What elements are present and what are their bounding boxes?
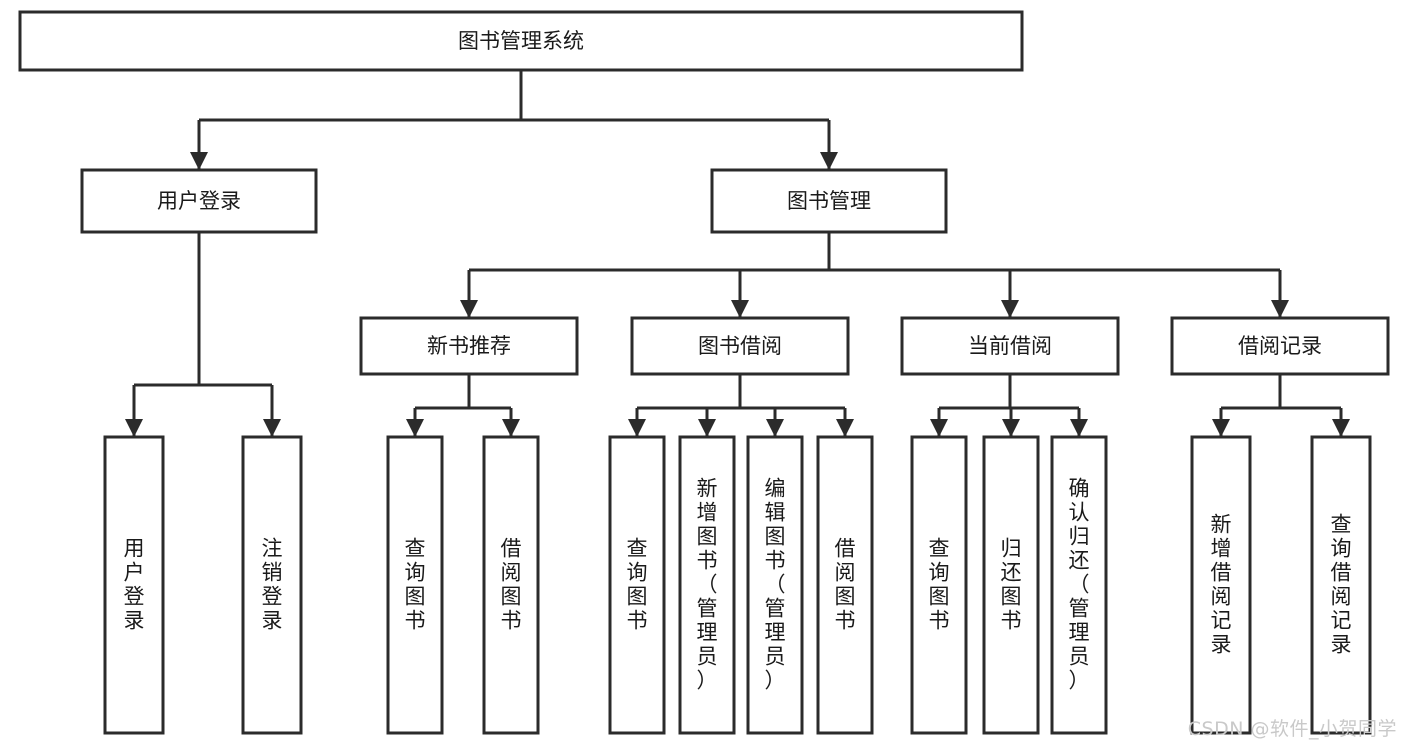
root-node-图书管理系统-label: 图书管理系统 [458, 29, 584, 53]
leaf-node-8-label: 查询图书 [929, 537, 950, 633]
level3-node-当前借阅-label: 当前借阅 [968, 334, 1052, 358]
level3-3-to-leaves-arrow-1 [1332, 419, 1350, 437]
level2-node-用户登录-label: 用户登录 [157, 189, 241, 213]
leaf-node-1-label: 注销登录 [262, 537, 283, 633]
leaf-node-0[interactable]: 用户登录 [103, 435, 165, 735]
root-node-图书管理系统-rect[interactable] [18, 10, 1024, 72]
leaf-node-4-label: 查询图书 [627, 537, 648, 633]
leaf-node-4[interactable]: 查询图书 [608, 435, 666, 735]
level3-node-图书借阅[interactable]: 图书借阅 [630, 316, 850, 376]
level3-3-to-leaves-arrow-0 [1212, 419, 1230, 437]
leaf-node-4-rect[interactable] [608, 435, 666, 735]
level3-node-图书借阅-label: 图书借阅 [698, 334, 782, 358]
bookmgmt-to-level3-arrow-1 [731, 300, 749, 318]
leaf-node-3-rect[interactable] [482, 435, 540, 735]
leaf-node-5-rect[interactable] [678, 435, 736, 735]
leaf-node-9-rect[interactable] [982, 435, 1040, 735]
connectors-layer [125, 70, 1350, 437]
leaf-node-5[interactable]: 新增图书（管理员） [678, 435, 736, 735]
leaf-node-2[interactable]: 查询图书 [386, 435, 444, 735]
nodes-layer: 图书管理系统用户登录图书管理新书推荐图书借阅当前借阅借阅记录用户登录注销登录查询… [18, 10, 1390, 735]
level2-node-图书管理[interactable]: 图书管理 [710, 168, 948, 234]
level3-2-to-leaves-arrow-1 [1002, 419, 1020, 437]
level3-node-当前借阅-rect[interactable] [900, 316, 1120, 376]
leaf-node-10-rect[interactable] [1050, 435, 1108, 735]
level2-node-用户登录[interactable]: 用户登录 [80, 168, 318, 234]
level2-node-图书管理-rect[interactable] [710, 168, 948, 234]
leaf-node-1-rect[interactable] [241, 435, 303, 735]
bookmgmt-to-level3-arrow-2 [1001, 300, 1019, 318]
leaf-node-7[interactable]: 借阅图书 [816, 435, 874, 735]
root-to-level2-arrow-1 [820, 152, 838, 170]
bookmgmt-to-level3-arrow-0 [460, 300, 478, 318]
leaf-node-3[interactable]: 借阅图书 [482, 435, 540, 735]
leaf-node-8-rect[interactable] [910, 435, 968, 735]
leaf-node-9-label: 归还图书 [1001, 537, 1022, 633]
level3-1-to-leaves-arrow-0 [628, 419, 646, 437]
level3-1-to-leaves-arrow-2 [766, 419, 784, 437]
leaf-node-9[interactable]: 归还图书 [982, 435, 1040, 735]
leaf-node-11-rect[interactable] [1190, 435, 1252, 735]
leaf-node-7-label: 借阅图书 [835, 537, 856, 633]
leaf-node-5-label: 新增图书（管理员） [697, 477, 718, 693]
leaf-node-6-label: 编辑图书（管理员） [765, 477, 786, 693]
level3-node-图书借阅-rect[interactable] [630, 316, 850, 376]
leaf-node-2-label: 查询图书 [405, 537, 426, 633]
leaf-node-12-label: 查询借阅记录 [1331, 513, 1352, 657]
leaf-node-7-rect[interactable] [816, 435, 874, 735]
level3-1-to-leaves-arrow-1 [698, 419, 716, 437]
level3-2-to-leaves-arrow-2 [1070, 419, 1088, 437]
level3-0-to-leaves-arrow-1 [502, 419, 520, 437]
leaf-node-8[interactable]: 查询图书 [910, 435, 968, 735]
leaf-node-12-rect[interactable] [1310, 435, 1372, 735]
root-to-level2-arrow-0 [190, 152, 208, 170]
bookmgmt-to-level3-arrow-3 [1271, 300, 1289, 318]
leaf-node-10-label: 确认归还（管理员） [1069, 477, 1090, 693]
level3-node-新书推荐-rect[interactable] [359, 316, 579, 376]
level3-node-借阅记录-label: 借阅记录 [1238, 334, 1322, 358]
level3-node-当前借阅[interactable]: 当前借阅 [900, 316, 1120, 376]
root-node-图书管理系统[interactable]: 图书管理系统 [18, 10, 1024, 72]
leaf-node-6[interactable]: 编辑图书（管理员） [746, 435, 804, 735]
leaf-node-11[interactable]: 新增借阅记录 [1190, 435, 1252, 735]
level3-2-to-leaves-arrow-0 [930, 419, 948, 437]
userlogin-to-leaves-arrow-0 [125, 419, 143, 437]
leaf-node-12[interactable]: 查询借阅记录 [1310, 435, 1372, 735]
level3-node-新书推荐[interactable]: 新书推荐 [359, 316, 579, 376]
leaf-node-10[interactable]: 确认归还（管理员） [1050, 435, 1108, 735]
leaf-node-0-label: 用户登录 [124, 537, 145, 633]
level3-0-to-leaves-arrow-0 [406, 419, 424, 437]
leaf-node-1[interactable]: 注销登录 [241, 435, 303, 735]
level2-node-图书管理-label: 图书管理 [787, 189, 871, 213]
leaf-node-3-label: 借阅图书 [501, 537, 522, 633]
leaf-node-6-rect[interactable] [746, 435, 804, 735]
level2-node-用户登录-rect[interactable] [80, 168, 318, 234]
level3-1-to-leaves-arrow-3 [836, 419, 854, 437]
leaf-node-11-label: 新增借阅记录 [1211, 513, 1232, 657]
level3-node-借阅记录[interactable]: 借阅记录 [1170, 316, 1390, 376]
level3-node-借阅记录-rect[interactable] [1170, 316, 1390, 376]
leaf-node-2-rect[interactable] [386, 435, 444, 735]
userlogin-to-leaves-arrow-1 [263, 419, 281, 437]
leaf-node-0-rect[interactable] [103, 435, 165, 735]
level3-node-新书推荐-label: 新书推荐 [427, 334, 511, 358]
